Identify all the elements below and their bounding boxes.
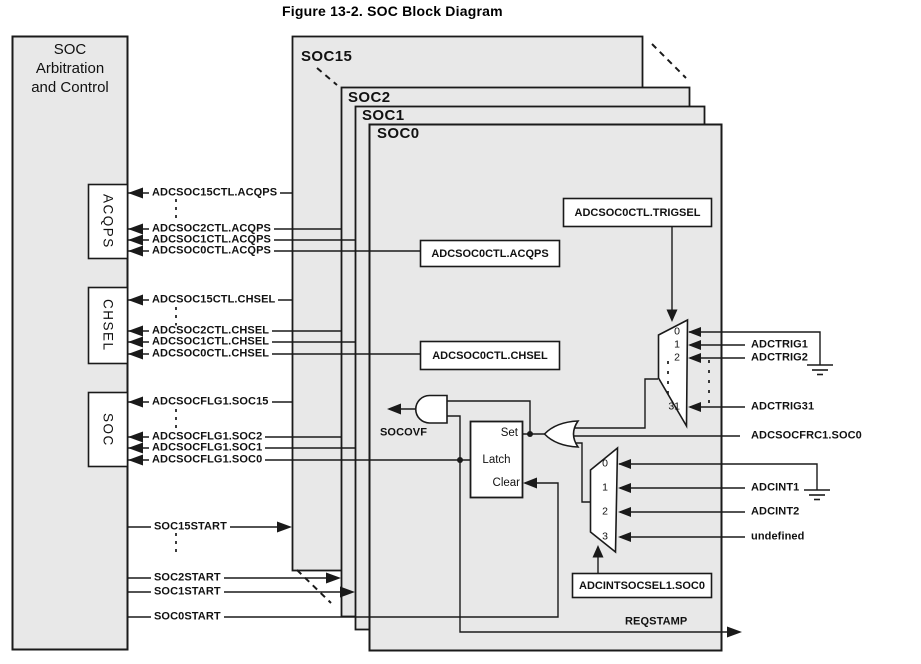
arbitration-title-line2: Arbitration bbox=[35, 60, 105, 77]
arrowheads bbox=[128, 187, 742, 638]
acqps-port-label: ACQPS bbox=[100, 194, 116, 249]
signal-acqps1: ADCSOC1CTL.ACQPS bbox=[149, 234, 274, 246]
signal-adcint2: ADCINT2 bbox=[748, 506, 803, 518]
soc-port-box bbox=[87, 391, 129, 468]
continuation-dashes bbox=[175, 43, 710, 604]
arbitration-title-line3: and Control bbox=[31, 79, 109, 96]
interrupt-mux-port-0: 0 bbox=[602, 457, 608, 470]
figure-title: Figure 13-2. SOC Block Diagram bbox=[282, 3, 503, 19]
interrupt-mux bbox=[589, 446, 619, 554]
signal-acqps15: ADCSOC15CTL.ACQPS bbox=[149, 187, 281, 199]
and-gate bbox=[414, 394, 448, 424]
acqps-register-label: ADCSOC0CTL.ACQPS bbox=[431, 247, 549, 260]
signal-adctrig2: ADCTRIG2 bbox=[748, 352, 812, 364]
signal-soc1start: SOC1START bbox=[151, 586, 224, 598]
signal-flag1: ADCSOCFLG1.SOC1 bbox=[149, 442, 266, 454]
interrupt-mux-port-1: 1 bbox=[602, 481, 608, 494]
signal-adctrig31: ADCTRIG31 bbox=[748, 401, 818, 413]
signal-soc2start: SOC2START bbox=[151, 572, 224, 584]
signal-soc15start: SOC15START bbox=[151, 521, 230, 533]
latch-set-label: Set bbox=[500, 427, 518, 439]
soc0start-clear-wire bbox=[128, 482, 559, 618]
chsel-register-label: ADCSOC0CTL.CHSEL bbox=[432, 349, 548, 362]
soc15-label: SOC15 bbox=[301, 48, 353, 65]
reqstamp-wire bbox=[447, 415, 730, 633]
components bbox=[87, 183, 713, 599]
or-gate bbox=[543, 420, 580, 448]
ground-symbol-trigger bbox=[807, 364, 833, 376]
latch-clear-label: Clear bbox=[492, 477, 520, 489]
arbitration-title: SOC Arbitration and Control bbox=[14, 40, 126, 97]
signal-flag15: ADCSOCFLG1.SOC15 bbox=[149, 396, 272, 408]
soc-port-label: SOC bbox=[100, 412, 116, 447]
signal-undefined: undefined bbox=[748, 531, 808, 543]
interrupt-mux-output-wire bbox=[573, 442, 590, 503]
signal-flag2: ADCSOCFLG1.SOC2 bbox=[149, 431, 266, 443]
signal-flag0: ADCSOCFLG1.SOC0 bbox=[149, 454, 266, 466]
acqps-port-box bbox=[87, 183, 129, 260]
trigger-mux-output-wire bbox=[573, 378, 658, 429]
signal-chsel1: ADCSOC1CTL.CHSEL bbox=[149, 336, 273, 348]
and-top-input-wire bbox=[447, 400, 531, 434]
latch-latch-label: Latch bbox=[482, 454, 511, 466]
arbitration-title-line1: SOC bbox=[53, 41, 87, 58]
signal-socovf: SOCOVF bbox=[380, 426, 428, 439]
signal-soc0start: SOC0START bbox=[151, 611, 224, 623]
trigger-mux-port-2: 2 bbox=[674, 351, 680, 364]
trigger-mux-port-31: 31 bbox=[668, 400, 680, 413]
signal-chsel0: ADCSOC0CTL.CHSEL bbox=[149, 348, 273, 360]
trigsel-register-box bbox=[562, 197, 713, 228]
chsel-port-label: CHSEL bbox=[100, 299, 116, 352]
signal-chsel2: ADCSOC2CTL.CHSEL bbox=[149, 325, 273, 337]
signal-adcint1: ADCINT1 bbox=[748, 482, 803, 494]
signal-acqps0: ADCSOC0CTL.ACQPS bbox=[149, 245, 274, 257]
signal-adctrig1: ADCTRIG1 bbox=[748, 339, 812, 351]
trigsel-register-label: ADCSOC0CTL.TRIGSEL bbox=[574, 206, 701, 219]
interrupt-mux-port-2: 2 bbox=[602, 505, 608, 518]
chsel-register-box bbox=[419, 340, 561, 371]
ground-symbol-interrupt bbox=[804, 489, 830, 501]
soc1-label: SOC1 bbox=[362, 107, 405, 124]
trig-input0-ground-wire bbox=[689, 331, 821, 365]
intsocsel-register-label: ADCINTSOCSEL1.SOC0 bbox=[579, 579, 705, 592]
chsel-port-box bbox=[87, 286, 129, 365]
signal-reqstamp: REQSTAMP bbox=[625, 615, 688, 628]
trigger-mux bbox=[657, 318, 689, 429]
signal-chsel15: ADCSOC15CTL.CHSEL bbox=[149, 294, 279, 306]
trigger-mux-port-0: 0 bbox=[674, 325, 680, 338]
soc0-label: SOC0 bbox=[377, 125, 420, 142]
junction-dots bbox=[457, 431, 533, 463]
int-input0-ground-wire bbox=[619, 463, 818, 490]
set-clear-latch-box bbox=[469, 420, 524, 499]
signal-adcsocfrc: ADCSOCFRC1.SOC0 bbox=[748, 430, 865, 442]
interrupt-mux-port-3: 3 bbox=[602, 530, 608, 543]
trigger-mux-port-1: 1 bbox=[674, 338, 680, 351]
soc2-label: SOC2 bbox=[348, 89, 391, 106]
intsocsel-register-box bbox=[571, 572, 713, 599]
acqps-register-box bbox=[419, 239, 561, 268]
signal-acqps2: ADCSOC2CTL.ACQPS bbox=[149, 223, 274, 235]
